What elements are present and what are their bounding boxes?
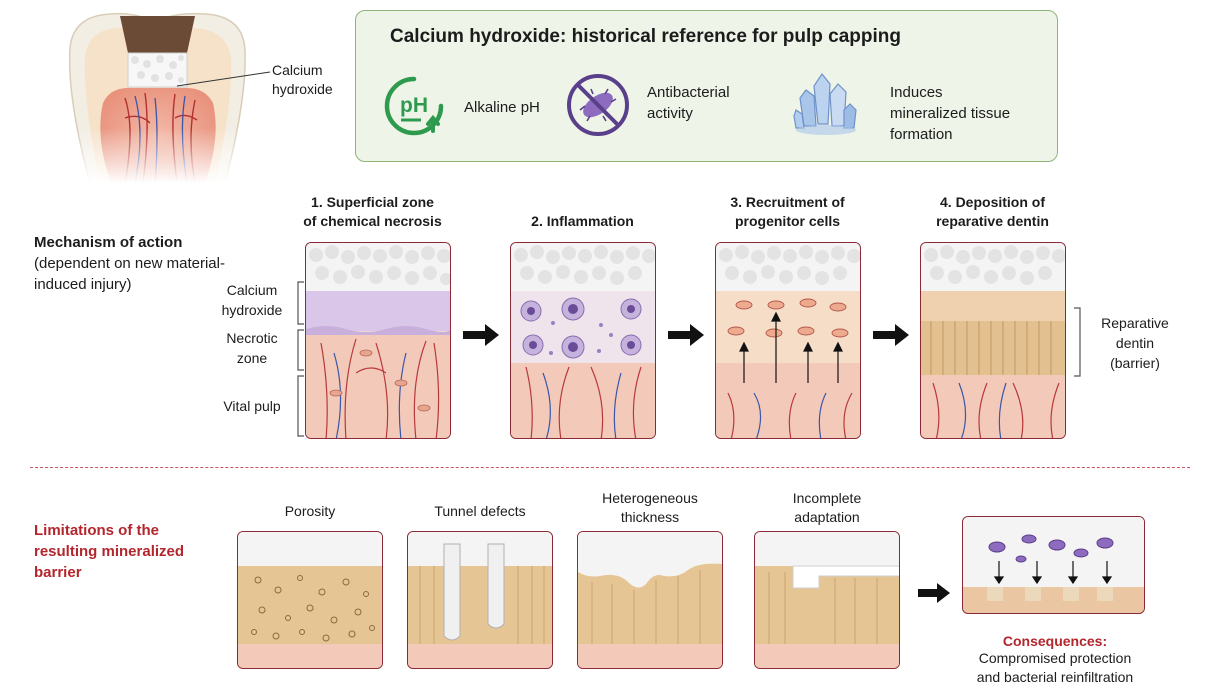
tooth-illustration: [55, 8, 260, 184]
limitation-adaptation-label: Incomplete adaptation: [792, 490, 862, 525]
layer-label-calcium-hydroxide: Calcium hydroxide: [221, 282, 283, 318]
step-2-title: 2. Inflammation: [531, 213, 634, 229]
ph-alkaline-icon: pH: [383, 75, 445, 137]
reference-panel: [355, 10, 1058, 162]
consequences-block: Consequences: Compromised protection and…: [950, 633, 1160, 687]
arrow-icon: [873, 324, 909, 346]
arrow-icon: [463, 324, 499, 346]
limitation-porosity-panel: [237, 531, 383, 669]
limitation-adaptation-panel: [754, 531, 900, 669]
consequences-panel: [962, 516, 1145, 614]
antibacterial-icon: [565, 72, 631, 138]
step-1-title: 1. Superficial zone of chemical necrosis: [303, 194, 442, 229]
tooth-leader-line: [176, 71, 271, 87]
section-divider: [30, 467, 1190, 468]
reparative-dentin-label: Reparative dentin (barrier): [1101, 315, 1169, 371]
crystal-icon: [792, 70, 860, 138]
consequences-text: Compromised protection and bacterial rei…: [976, 650, 1134, 685]
reference-title: Calcium hydroxide: historical reference …: [390, 26, 901, 47]
step-2-panel: [510, 242, 656, 439]
step-1-panel: [305, 242, 451, 439]
mechanism-heading: Mechanism of action (dependent on new ma…: [34, 232, 234, 295]
property-mineralized-label: Induces mineralized tissue formation: [890, 84, 1011, 143]
limitations-heading: Limitations of the resulting mineralized…: [34, 522, 185, 581]
step-3-title: 3. Recruitment of progenitor cells: [730, 194, 845, 229]
layer-brackets: [297, 281, 304, 437]
layer-label-necrotic-zone: Necrotic zone: [226, 330, 278, 366]
limitation-tunnel-label: Tunnel defects: [434, 503, 526, 519]
svg-text:pH: pH: [400, 94, 428, 117]
property-antibacterial-label: Antibacterial activity: [647, 84, 730, 122]
arrow-icon: [668, 324, 704, 346]
limitation-heterogeneous-label: Heterogeneous thickness: [602, 490, 698, 525]
limitation-heterogeneous-panel: [577, 531, 723, 669]
reparative-bracket: [1074, 307, 1081, 377]
tooth-calcium-hydroxide-label: Calcium hydroxide: [272, 62, 333, 97]
limitation-tunnel-panel: [407, 531, 553, 669]
property-alkaline-label: Alkaline pH: [464, 99, 540, 116]
layer-label-vital-pulp: Vital pulp: [223, 398, 281, 414]
arrow-icon: [918, 583, 950, 603]
consequences-title: Consequences:: [1002, 633, 1108, 649]
step-4-title: 4. Deposition of reparative dentin: [936, 194, 1049, 229]
step-3-panel: [715, 242, 861, 439]
mechanism-heading-bold: Mechanism of action: [34, 234, 183, 251]
mechanism-heading-rest: (dependent on new material-induced injur…: [34, 255, 225, 293]
step-4-panel: [920, 242, 1066, 439]
limitation-porosity-label: Porosity: [284, 503, 336, 519]
